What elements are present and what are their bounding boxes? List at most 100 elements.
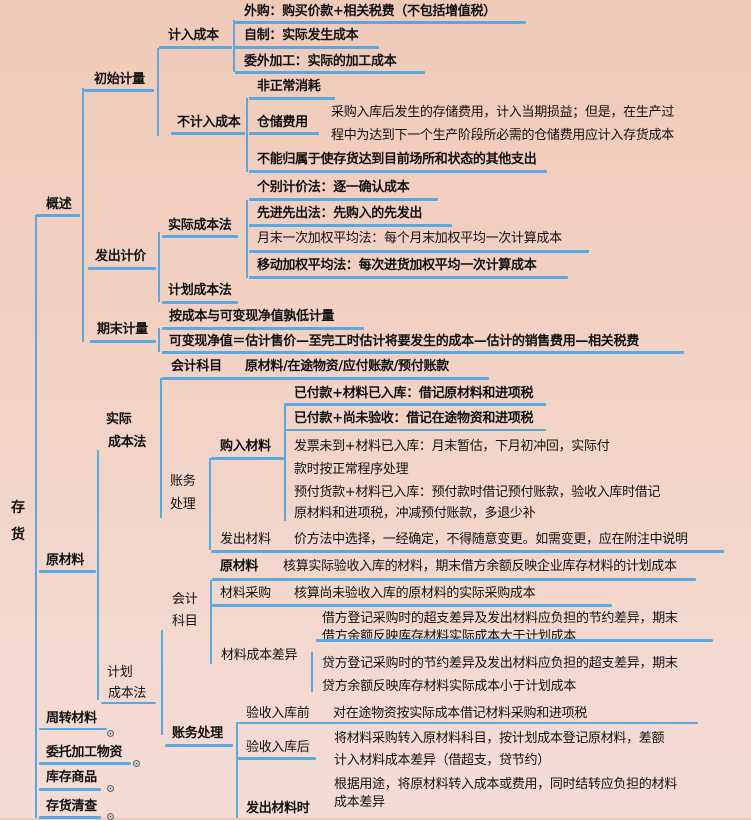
leaf-moving-weighted-average[interactable]: 移动加权平均法：每次进货加权平均一次计算成本 [257,258,537,273]
underline [39,762,131,765]
node-overview-underline [36,214,80,217]
underline [90,340,156,343]
leaf-invoice-pending-line1[interactable]: 发票未到+材料已入库：月末暂估，下月初冲回，实际付 [294,439,610,454]
node-material-cost-variance[interactable]: 材料成本差异 [221,648,298,663]
node-actual-cost-method[interactable]: 实际成本法 [168,218,232,233]
node-treatment-label-1[interactable]: 账务 [170,474,196,489]
leaf-variance-credit-line1[interactable]: 贷方登记采购时的节约差异及发出材料应负担的超支差异，期末 [322,656,678,671]
underline [249,198,438,201]
leaf-after-inspection-line2[interactable]: 计入材料成本差异（借超支，贷节约） [334,753,550,768]
underline [212,578,696,581]
leaf-accounts-value[interactable]: 原材料/在途物资/应付账款/预付账款 [245,359,449,374]
leaf-nrv-formula[interactable]: 可变现净值＝估计售价—至完工时估计将要发生的成本—估计的销售费用—相关税费 [169,334,639,349]
leaf-fifo[interactable]: 先进先出法：先购入的先发出 [257,206,423,221]
underline [162,301,238,304]
node-overview[interactable]: 概述 [46,197,72,212]
underline [211,550,724,553]
node-actual-cost-label-1[interactable]: 实际 [106,412,132,427]
leaf-prepaid-line1[interactable]: 预付货款+材料已入库：预付款时借记预付账款，验收入库时借记 [294,485,661,500]
leaf-outsourced-cost[interactable]: 委外加工：实际的加工成本 [244,54,397,69]
underline [249,97,335,100]
leaf-lower-of-cost-nrv[interactable]: 按成本与可变现净值孰低计量 [169,309,335,324]
node-inventory-goods[interactable]: 库存商品 [46,770,97,785]
expand-toggle-icon[interactable] [107,785,114,792]
underline [286,403,546,406]
node-initial-measurement[interactable]: 初始计量 [94,72,145,87]
connector [246,98,248,172]
connector [160,378,162,518]
underline [316,639,713,642]
node-planned-cost-label-2[interactable]: 成本法 [108,686,147,701]
leaf-storage-fee-line1[interactable]: 采购入库后发生的存储费用，计入当期损益；但是，在生产过 [331,105,674,120]
expand-toggle-icon[interactable] [107,730,114,737]
leaf-other-expenditure[interactable]: 不能归属于使存货达到目前场所和状态的其他支出 [257,152,537,167]
underline [171,132,245,135]
root-label-part1[interactable]: 存 [11,500,25,516]
underline [39,728,107,730]
underline [238,722,698,724]
leaf-issue-planned-line1[interactable]: 根据用途，将原材料转入成本或费用，同时结转应负担的材料 [334,777,677,792]
connector [284,403,286,521]
underline [84,89,154,92]
node-issue-materials[interactable]: 发出材料 [220,532,271,547]
node-raw-materials[interactable]: 原材料 [46,553,85,568]
expand-toggle-icon[interactable] [133,760,140,767]
node-consigned-processing[interactable]: 委托加工物资 [46,745,123,760]
leaf-monthly-weighted-average[interactable]: 月末一次加权平均法：每个月末加权平均一次计算成本 [257,231,562,246]
node-storage-fee[interactable]: 仓储费用 [257,115,308,130]
leaf-before-inspection-value[interactable]: 对在途物资按实际成本借记材料采购和进项税 [333,706,588,721]
leaf-after-inspection-line1[interactable]: 将材料采购转入原材料科目，按计划成本登记原材料，差额 [334,731,665,746]
node-material-purchasing[interactable]: 材料采购 [220,586,271,601]
underline [238,757,316,760]
underline [162,327,364,330]
node-issue-pricing[interactable]: 发出计价 [95,249,146,264]
node-plan-treatment[interactable]: 账务处理 [172,726,223,741]
node-before-inspection[interactable]: 验收入库前 [246,706,310,721]
leaf-plan-raw-material-value[interactable]: 核算实际验收入库的材料，期末借方余额反映企业库存材料的计划成本 [283,559,677,574]
node-issue-materials-planned[interactable]: 发出材料时 [246,801,310,816]
leaf-paid-received[interactable]: 已付款+材料已入库：借记原材料和进项税 [294,386,534,401]
underline [249,250,589,253]
leaf-abnormal-consumption[interactable]: 非正常消耗 [257,79,321,94]
underline [249,170,547,173]
node-turnover-materials[interactable]: 周转材料 [46,711,97,726]
leaf-variance-credit-line2[interactable]: 贷方余额反映库存材料实际成本小于计划成本 [322,679,577,694]
node-plan-accounts-label-2[interactable]: 科目 [172,614,198,629]
leaf-variance-debit-line2[interactable]: 借方余额反映库存材料实际成本大于计划成本 [322,629,577,639]
leaf-issue-planned-line2[interactable]: 成本差异 [334,795,385,810]
expand-toggle-icon[interactable] [107,813,114,820]
root-connector [35,215,37,818]
leaf-issue-materials-value[interactable]: 价方法中选择，一经确定，不得随意变更。如需变更，应在附注中说明 [294,532,688,547]
underline [88,267,156,270]
leaf-paid-not-inspected[interactable]: 已付款+尚未验收：借记在途物资和进项税 [294,411,534,426]
node-actual-cost-label-2[interactable]: 成本法 [108,435,147,450]
node-include-cost[interactable]: 计入成本 [168,28,219,43]
underline [162,377,489,380]
underline [39,788,101,791]
underline [286,429,546,431]
underline [162,235,238,238]
underline [39,570,96,573]
node-after-inspection[interactable]: 验收入库后 [246,740,310,755]
node-treatment-label-2[interactable]: 处理 [170,497,196,512]
connector [210,580,212,664]
leaf-storage-fee-line2[interactable]: 程中为达到下一个生产阶段所必需的仓储费用应计入存货成本 [331,128,674,143]
node-planned-cost-label-1[interactable]: 计划 [107,665,133,680]
leaf-purchase-cost[interactable]: 外购：购买价款+相关税费（不包括增值税） [244,4,496,19]
node-plan-accounts-label-1[interactable]: 会计 [172,592,198,607]
raw-materials-connector [97,450,99,700]
node-accounts[interactable]: 会计科目 [171,359,222,374]
node-purchase-materials[interactable]: 购入材料 [220,439,271,454]
root-label-part2[interactable]: 货 [11,527,25,543]
node-inventory-count[interactable]: 存货清查 [46,799,97,814]
leaf-self-made-cost[interactable]: 自制：实际发生成本 [244,28,359,43]
leaf-material-purchasing-value[interactable]: 核算尚未验收入库的原材料的实际采购成本 [294,586,536,601]
leaf-invoice-pending-line2[interactable]: 款时按正常程序处理 [294,462,409,477]
leaf-variance-debit-line1[interactable]: 借方登记采购时的超支差异及发出材料应负担的节约差异，期末 [322,611,678,626]
leaf-prepaid-line2[interactable]: 原材料和进项税，冲减预付账款，多退少补 [294,506,536,521]
node-plan-raw-material[interactable]: 原材料 [220,559,259,574]
node-period-end-measurement[interactable]: 期末计量 [97,322,148,337]
node-exclude-cost[interactable]: 不计入成本 [177,115,241,130]
leaf-specific-identification[interactable]: 个别计价法：逐一确认成本 [257,180,410,195]
node-planned-cost-method[interactable]: 计划成本法 [168,283,232,298]
